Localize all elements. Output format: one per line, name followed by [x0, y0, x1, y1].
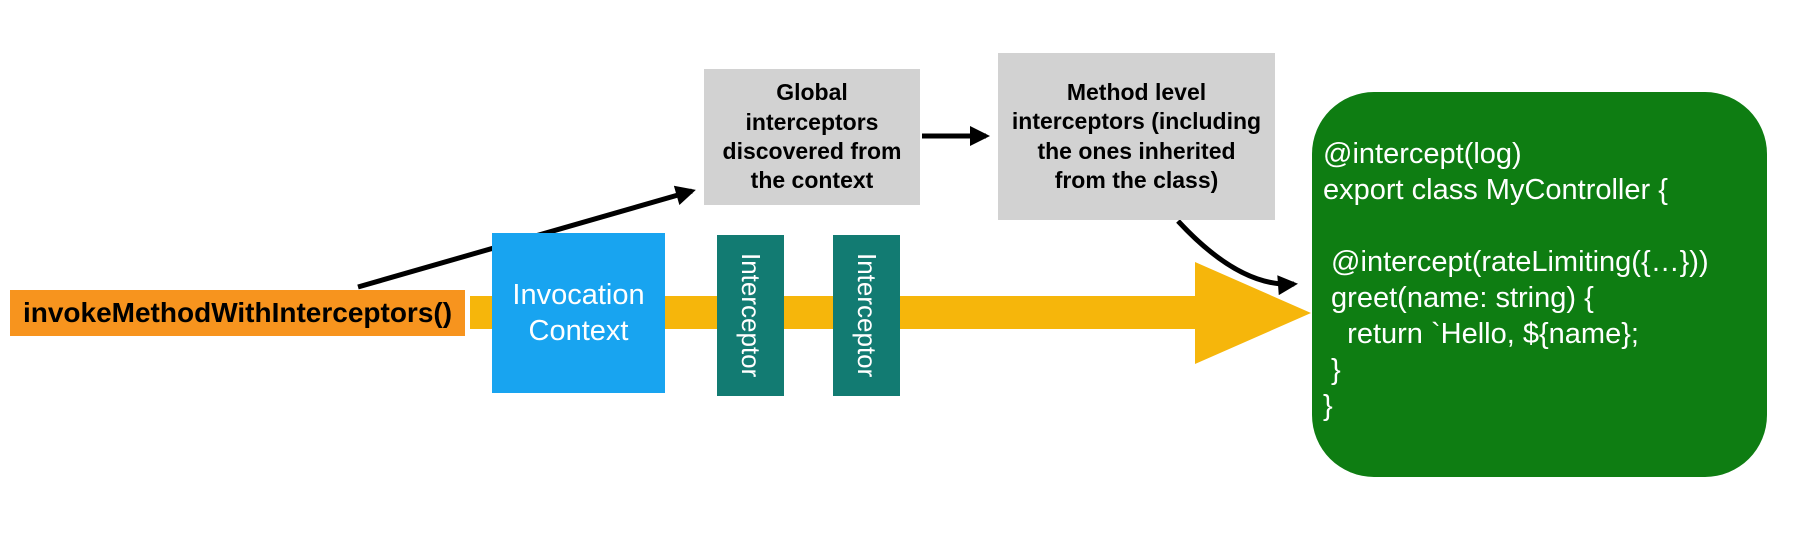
method-interceptors-box: Method level interceptors (including the… [998, 53, 1275, 220]
invocation-context-box: Invocation Context [492, 233, 665, 393]
interceptor-label-1: Interceptor [736, 253, 766, 378]
invoke-method-label: invokeMethodWithInterceptors() [22, 297, 453, 328]
method-interceptors-label: Method level interceptors (including the… [1011, 78, 1262, 193]
interceptor-label-2: Interceptor [852, 253, 882, 378]
controller-code-box: @intercept(log) export class MyControlle… [1312, 92, 1767, 477]
invocation-context-label: Invocation Context [512, 278, 645, 347]
interceptor-box-1: Interceptor [717, 235, 784, 396]
global-interceptors-label: Global interceptors discovered from the … [722, 79, 902, 194]
controller-code: @intercept(log) export class MyControlle… [1323, 138, 1709, 422]
global-interceptors-box: Global interceptors discovered from the … [704, 69, 920, 205]
invoke-method-box: invokeMethodWithInterceptors() [10, 290, 465, 336]
arrow-method-to-controller [1176, 219, 1298, 296]
interceptor-box-2: Interceptor [833, 235, 900, 396]
